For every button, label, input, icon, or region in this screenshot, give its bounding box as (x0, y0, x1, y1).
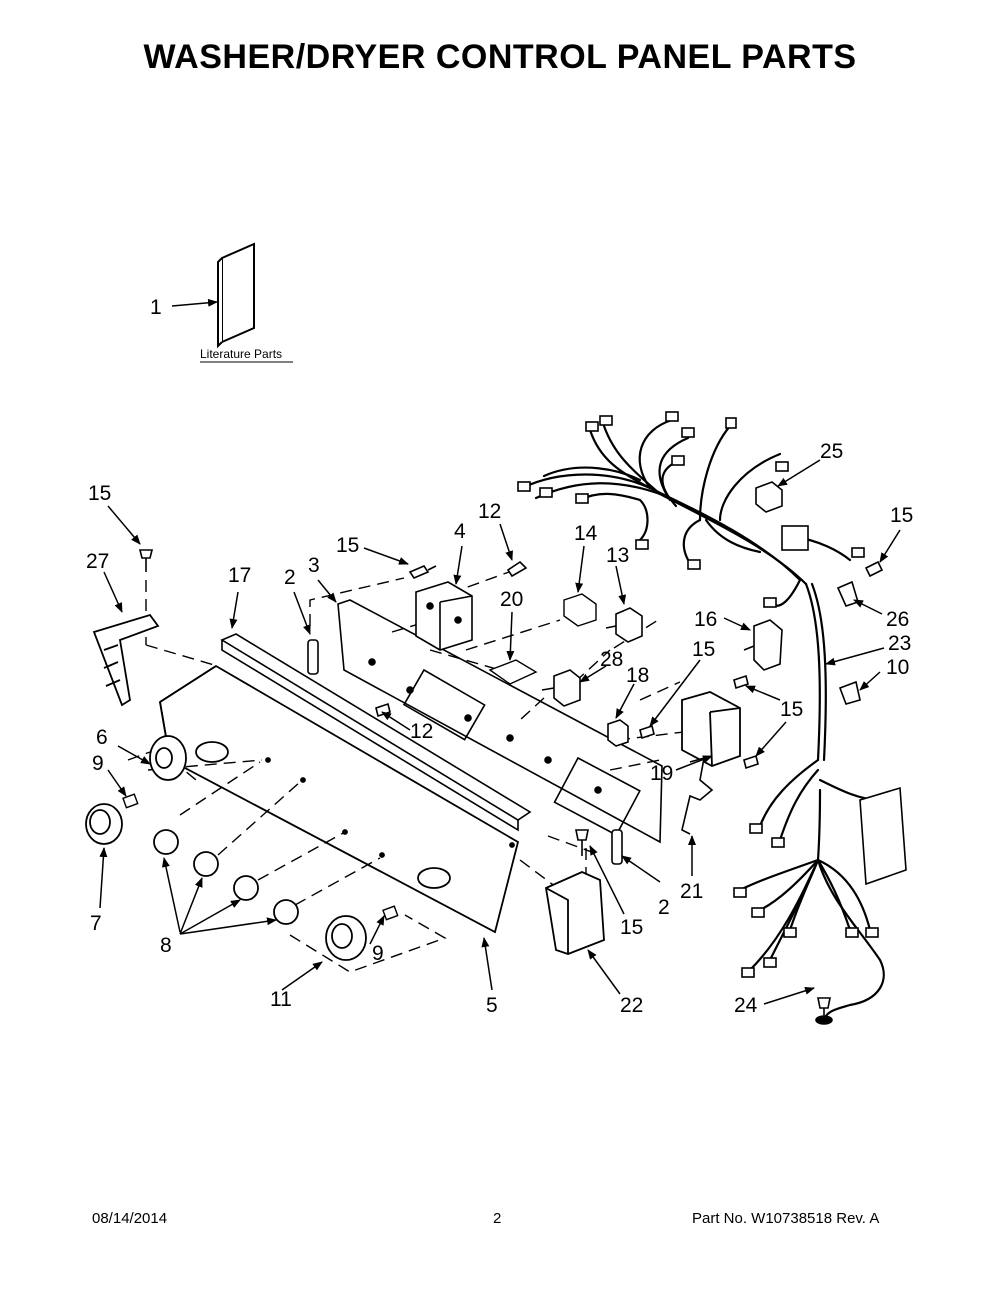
callout-8: 8 (160, 934, 172, 957)
spacers (307, 639, 623, 865)
callout-13: 13 (606, 544, 629, 567)
footer-part-number: Part No. W10738518 Rev. A (692, 1210, 880, 1227)
callout-17: 17 (228, 564, 251, 587)
switch-16 (743, 619, 783, 671)
callout-3: 3 (308, 554, 320, 577)
callout-23: 23 (888, 632, 911, 655)
part-21 (681, 756, 714, 835)
callout-15d: 15 (780, 698, 803, 721)
callout-20: 20 (500, 588, 523, 611)
footer-date: 08/14/2014 (92, 1210, 168, 1227)
callout-24: 24 (734, 994, 758, 1017)
assembly-lines (127, 567, 741, 973)
callout-18: 18 (626, 664, 649, 687)
literature-booklet (217, 242, 255, 349)
callout-1: 1 (150, 296, 162, 319)
knob-6 (149, 735, 187, 781)
callout-15a: 15 (88, 482, 111, 505)
callout-15e: 15 (620, 916, 643, 939)
callout-2b: 2 (658, 896, 670, 919)
switch-28 (541, 669, 581, 707)
housing-22 (545, 871, 605, 955)
console-panel (159, 664, 520, 934)
switch-14 (563, 593, 597, 627)
knob-11 (325, 915, 367, 961)
callout-15b: 15 (336, 534, 359, 557)
callout-10: 10 (886, 656, 909, 679)
callout-2a: 2 (284, 566, 296, 589)
callout-numbers: 1 2 2 3 4 5 6 7 8 9 9 10 11 12 12 13 14 … (86, 296, 913, 1017)
leader-arrows (99, 459, 901, 1005)
switch-13 (605, 607, 643, 643)
callout-28: 28 (600, 648, 623, 671)
control-backplate (337, 599, 663, 844)
timer-19 (681, 691, 741, 767)
callout-15c: 15 (692, 638, 715, 661)
footer-page-number: 2 (493, 1210, 502, 1227)
callout-26: 26 (886, 608, 909, 631)
callout-27: 27 (86, 550, 109, 573)
side-bracket (92, 613, 160, 707)
callout-11: 11 (270, 988, 292, 1011)
callout-6: 6 (96, 726, 108, 749)
callout-5: 5 (486, 994, 498, 1017)
callout-21: 21 (680, 880, 703, 903)
callout-16: 16 (694, 608, 717, 631)
callout-4: 4 (454, 520, 466, 543)
screws (138, 549, 884, 1025)
part-18 (607, 719, 629, 747)
callout-22: 22 (620, 994, 643, 1017)
callout-9a: 9 (92, 752, 104, 775)
literature-label: Literature Parts (200, 347, 282, 361)
trim-strip (220, 633, 532, 832)
callout-25: 25 (820, 440, 843, 463)
callout-9b: 9 (372, 942, 384, 965)
callout-12b: 12 (410, 720, 433, 743)
callout-19: 19 (650, 762, 673, 785)
board-4 (415, 581, 473, 651)
callout-15f: 15 (890, 504, 913, 527)
knob-7 (85, 803, 123, 845)
callout-7: 7 (90, 912, 102, 935)
page-title: WASHER/DRYER CONTROL PANEL PARTS (143, 38, 857, 76)
board-20 (488, 659, 538, 685)
connector-9 (122, 793, 399, 921)
callout-14: 14 (574, 522, 598, 545)
callout-12a: 12 (478, 500, 501, 523)
buttons-8 (153, 829, 299, 925)
